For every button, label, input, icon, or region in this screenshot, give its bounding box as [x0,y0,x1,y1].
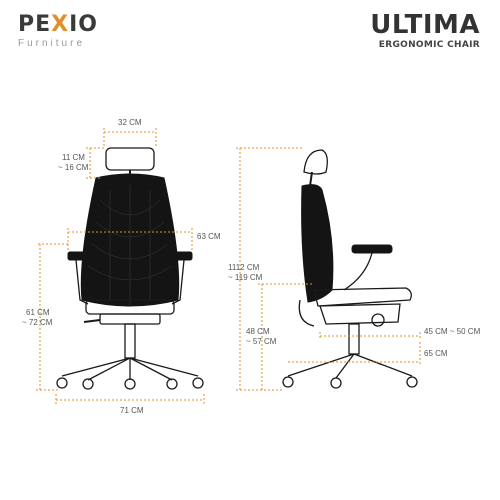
front-star-base [61,357,199,381]
label-seat-depth: 45 CM ~ 50 CM [424,327,481,336]
label-armrest-height-b: ~ 72 CM [22,318,53,327]
dim-armrest-height: 61 CM ~ 72 CM [22,243,68,391]
label-base-width: 71 CM [120,406,144,415]
front-armrest-right-support [171,259,185,305]
label-seat-height-a: 48 CM [246,327,270,336]
brand-name-part-1: PE [18,12,52,37]
front-lever [83,319,101,323]
dim-back-width: 63 CM [67,228,221,250]
product-name: ULTIMA [370,10,480,40]
side-star-base [287,353,413,379]
dim-depth: 65 CM [288,342,448,366]
dim-seat-height: 48 CM ~ 57 CM [246,283,314,390]
label-seat-height-b: ~ 57 CM [246,337,277,346]
front-backrest-mesh [87,185,173,305]
label-total-height-a: 1112 CM [228,263,260,272]
brand-subtitle: Furniture [18,38,86,49]
brand-logo: PEXIO Furniture [18,14,98,50]
dim-total-height: 1112 CM ~ 119 CM [228,147,304,391]
front-mechanism [99,313,161,325]
side-back-frame [298,299,315,327]
label-armrest-height-a: 61 CM [26,308,50,317]
front-armrest-right [173,251,193,261]
brand-name-accent-x: X [51,12,70,37]
brand-name: PEXIO [18,14,98,36]
chair-front-view [56,147,204,390]
dim-headrest-width: 32 CM [103,118,157,146]
side-seat [313,287,412,307]
product-title-block: ULTIMA ERGONOMIC CHAIR [370,12,480,50]
front-casters [56,377,204,390]
front-gas-lift [124,323,136,359]
label-depth: 65 CM [424,349,448,358]
dim-seat-depth: 45 CM ~ 50 CM [319,327,481,340]
side-mechanism [319,303,401,325]
side-tension-knob [371,313,385,327]
label-headrest-height-a: 11 CM [62,153,85,162]
side-headrest [303,149,328,175]
side-casters [282,376,418,389]
chair-side-view [282,149,418,389]
brand-name-part-2: IO [69,12,99,37]
product-subtitle: ERGONOMIC CHAIR [378,40,480,50]
front-armrest-left-support [75,259,89,305]
label-total-height-b: ~ 119 CM [228,273,263,282]
dim-headrest-height: 11 CM ~ 16 CM [58,147,104,179]
dim-base-width: 71 CM [55,394,205,415]
side-armrest [351,244,393,254]
label-headrest-width: 32 CM [118,118,142,127]
front-armrest-left [67,251,87,261]
label-back-width: 63 CM [197,232,221,241]
label-headrest-height-b: ~ 16 CM [58,163,89,172]
side-headrest-post [309,171,313,187]
side-gas-lift [348,323,360,355]
front-headrest [105,147,155,171]
side-armrest-support [343,252,373,291]
